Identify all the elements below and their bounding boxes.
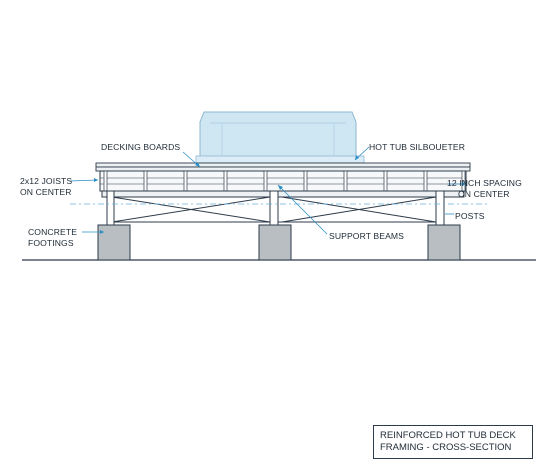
joist	[423, 170, 428, 192]
joist	[303, 170, 308, 192]
title-line-1: REINFORCED HOT TUB DECK	[380, 430, 516, 441]
label-joists-1: 2x12 JOISTS	[20, 176, 73, 186]
joist	[223, 170, 228, 192]
label-concrete-1: CONCRETE	[28, 227, 78, 237]
title-block: REINFORCED HOT TUB DECK FRAMING - CROSS-…	[373, 425, 533, 459]
label-joists-2: ON CENTER	[20, 187, 72, 197]
label-spacing-1: 12 INCH SPACING	[447, 178, 522, 188]
label-hot-tub: HOT TUB SILBOUETER	[369, 142, 466, 152]
joist	[103, 170, 108, 192]
label-posts: POSTS	[455, 211, 485, 221]
rim-joist	[99, 170, 467, 192]
joist	[263, 170, 268, 192]
label-support-beams: SUPPORT BEAMS	[329, 231, 405, 241]
support-beam	[101, 190, 465, 198]
joist	[183, 170, 188, 192]
title-line-2: FRAMING - CROSS-SECTION	[380, 442, 512, 453]
label-spacing-2: ON CENTER	[458, 189, 510, 199]
joist	[343, 170, 348, 192]
decking-boards	[95, 162, 471, 172]
leader-arrowheads	[94, 155, 466, 234]
joist	[383, 170, 388, 192]
concrete-footings	[97, 224, 461, 261]
label-decking-boards: DECKING BOARDS	[101, 142, 181, 152]
hot-tub-silhouette	[195, 111, 365, 164]
label-concrete-2: FOOTINGS	[28, 238, 74, 248]
joist	[143, 170, 148, 192]
